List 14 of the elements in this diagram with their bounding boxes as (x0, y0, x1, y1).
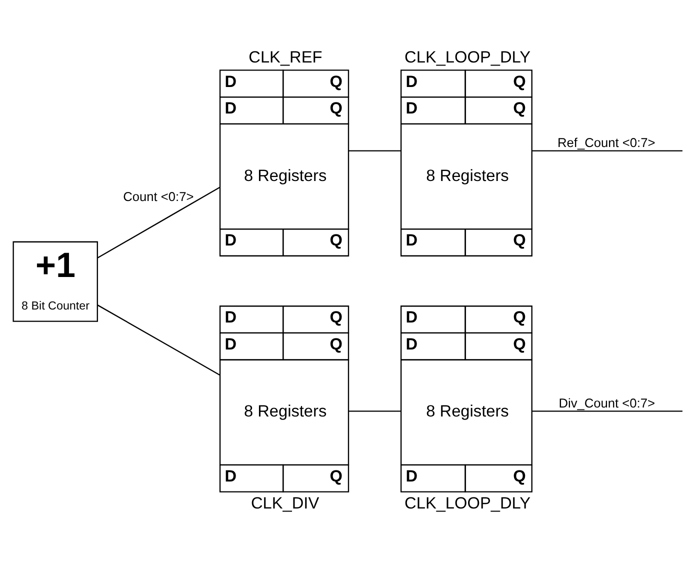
node-label: CLK_DIV (250, 494, 320, 512)
connector (97, 186, 220, 258)
connector (97, 304, 220, 375)
edge-label: Div_Count <0:7> (558, 394, 655, 410)
connector (348, 150, 401, 151)
connector (348, 410, 401, 412)
node-label: CLK_LOOP_DLY (404, 494, 531, 512)
connector (532, 410, 682, 412)
node-label: CLK_LOOP_DLY (404, 48, 531, 66)
edge-label: Ref_Count <0:7> (558, 134, 656, 150)
edge-label: Count <0:7> (123, 188, 194, 204)
node-box: +1 8 Bit Counter (12, 240, 98, 322)
node-label: CLK_REF (248, 48, 322, 66)
connector (532, 150, 682, 151)
